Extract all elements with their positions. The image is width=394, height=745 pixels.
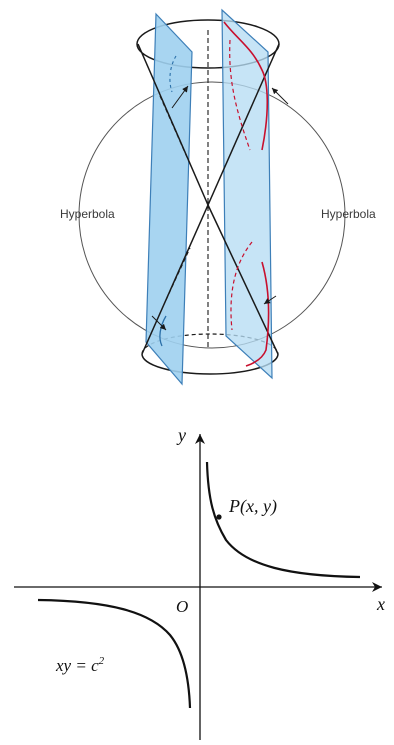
pointer-arrow-left-lower: [151, 315, 167, 331]
hyperbola-branch-lower-hidden: [230, 241, 253, 331]
double-cone-diagram: Hyperbola Hyperbola: [60, 8, 376, 386]
point-p-label: P(x, y): [228, 496, 277, 517]
hyperbola-label-left: Hyperbola: [60, 207, 115, 221]
point-p-marker: [216, 514, 222, 520]
equation-label-exponent: 2: [99, 655, 105, 667]
pointer-arrow-left-upper: [171, 85, 189, 109]
cutting-plane-right: [221, 8, 273, 380]
pointer-arrow-right-upper: [271, 87, 289, 105]
hyperbola-label-right: Hyperbola: [321, 207, 376, 221]
hyperbola-branch-lower: [245, 261, 270, 367]
rectangular-hyperbola-graph: y x O P(x, y) xy = c2: [14, 425, 385, 740]
cone-hidden-line-2: [165, 247, 191, 301]
hyperbola-branch-q3: [37, 598, 192, 709]
pointer-arrow-right-lower: [263, 295, 277, 305]
cone-generator-1b: [207, 204, 279, 355]
cutting-plane-left: [145, 12, 193, 386]
hyperbola-left-lower: [159, 315, 167, 347]
hyperbola-branch-q1: [205, 461, 361, 579]
cone-hidden-line-1: [159, 95, 191, 165]
reference-circle: [78, 81, 346, 349]
equation-label: xy = c2: [55, 655, 105, 675]
hyperbola-branch-upper-hidden: [229, 39, 251, 151]
x-axis-label: x: [376, 594, 385, 614]
equation-label-base: xy = c: [55, 656, 99, 675]
origin-label: O: [176, 597, 188, 616]
cone-generator-2: [207, 43, 280, 206]
hyperbola-branch-upper: [223, 21, 269, 151]
hyperbola-left-upper-hidden: [169, 55, 177, 93]
y-axis-label: y: [176, 425, 186, 445]
